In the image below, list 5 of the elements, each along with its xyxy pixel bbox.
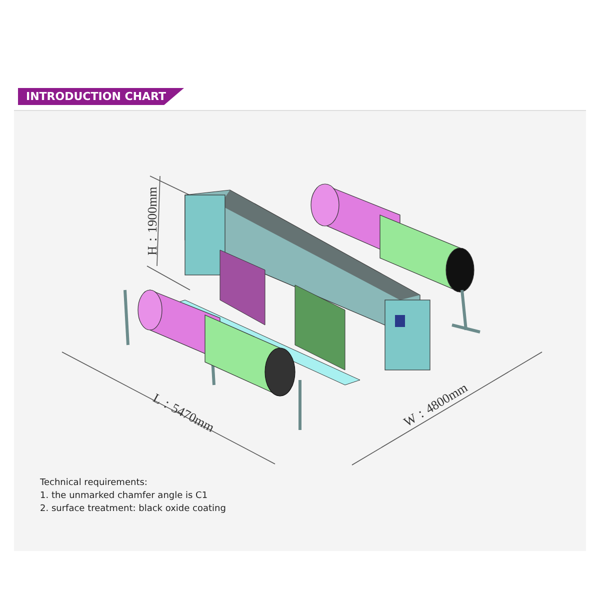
note-text: 1. the unmarked chamfer angle is C1 <box>40 491 208 501</box>
dimension-label: H：1900mm <box>143 186 160 256</box>
section-title: INTRODUCTION CHART <box>18 88 184 105</box>
note-text: 2. surface treatment: black oxide coating <box>40 504 226 514</box>
note-heading: Technical requirements: <box>40 478 148 488</box>
